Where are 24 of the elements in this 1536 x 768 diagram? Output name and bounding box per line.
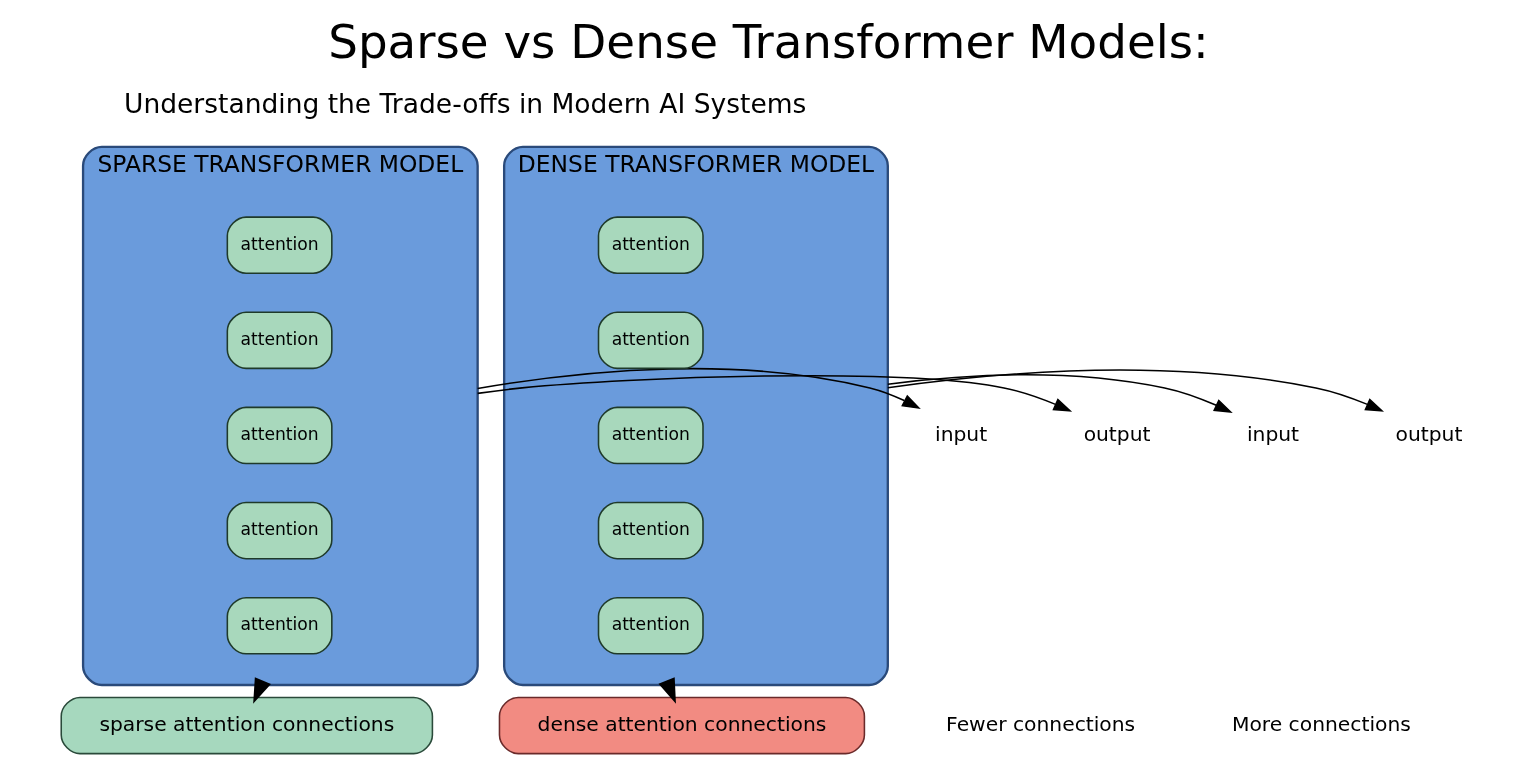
node-text: input xyxy=(1246,421,1299,446)
node-box: attention xyxy=(597,406,704,465)
label: Fewer connections xyxy=(945,711,1135,736)
node-box: attention xyxy=(597,311,704,370)
diagram-title: Sparse vs Dense Transformer Models: xyxy=(327,15,1209,70)
node-text: input xyxy=(934,421,987,446)
node-box: attention xyxy=(597,596,704,655)
node-text: output xyxy=(1083,421,1150,446)
node-box: attention xyxy=(597,501,704,560)
arrow xyxy=(886,374,1233,413)
label: Understanding the Trade-offs in Modern AI Systems xyxy=(123,87,806,119)
node-box: attention xyxy=(226,311,333,370)
node-box: dense attention connections xyxy=(498,696,865,755)
node-box: attention xyxy=(226,501,333,560)
node-box: attention xyxy=(226,596,333,655)
arrow xyxy=(476,367,921,410)
node-box: attention xyxy=(226,216,333,275)
node-text: output xyxy=(1395,421,1462,446)
arrow xyxy=(886,369,1384,412)
label: More connections xyxy=(1231,711,1411,736)
node-box: attention xyxy=(226,406,333,465)
node-box: sparse attention connections xyxy=(59,696,433,755)
arrow xyxy=(476,374,1072,412)
node-box: attention xyxy=(597,216,704,275)
